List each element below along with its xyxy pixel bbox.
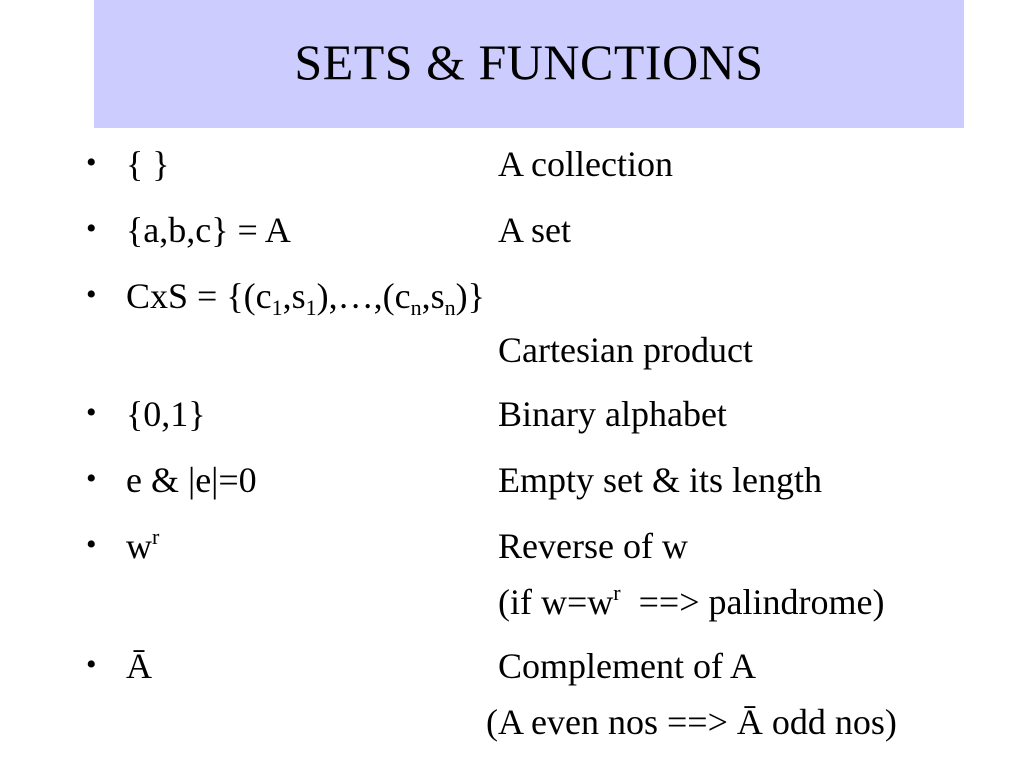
desc-complement-example: (A even nos ==> Ā odd nos) bbox=[486, 702, 897, 742]
term-complement: Ā bbox=[126, 646, 152, 686]
subscript: 1 bbox=[271, 295, 283, 320]
bullet-1: • bbox=[86, 146, 97, 179]
subscript: 1 bbox=[305, 295, 317, 320]
desc-part: ==> palindrome) bbox=[620, 582, 885, 622]
desc-empty: Empty set & its length bbox=[498, 460, 822, 500]
title-banner: SETS & FUNCTIONS bbox=[94, 0, 964, 128]
desc-collection: A collection bbox=[498, 144, 673, 184]
term-part: )} bbox=[455, 276, 485, 316]
term-empty: e & |e|=0 bbox=[126, 460, 257, 500]
desc-set: A set bbox=[498, 210, 572, 250]
bullet-2: • bbox=[86, 212, 97, 245]
bullet-4: • bbox=[86, 396, 97, 429]
desc-complement: Complement of A bbox=[498, 646, 756, 686]
term-part: ),…,(c bbox=[316, 276, 411, 316]
term-cartesian: CxS = {(c1,s1),…,(cn,sn)} bbox=[126, 276, 485, 319]
bullet-5: • bbox=[86, 462, 97, 495]
bullet-7: • bbox=[86, 648, 97, 681]
superscript: r bbox=[613, 580, 621, 605]
slide-title: SETS & FUNCTIONS bbox=[294, 34, 764, 90]
desc-cartesian: Cartesian product bbox=[498, 330, 753, 370]
bullet-6: • bbox=[86, 528, 97, 561]
desc-reverse: Reverse of w bbox=[498, 526, 688, 566]
term-part: w bbox=[126, 526, 152, 566]
subscript: n bbox=[410, 295, 422, 320]
term-part: CxS = {(c bbox=[126, 276, 272, 316]
desc-binary: Binary alphabet bbox=[498, 394, 727, 434]
bullet-3: • bbox=[86, 278, 97, 311]
term-set: {a,b,c} = A bbox=[126, 210, 291, 250]
term-part: ,s bbox=[282, 276, 306, 316]
superscript: r bbox=[152, 524, 160, 549]
subscript: n bbox=[444, 295, 456, 320]
term-part: ,s bbox=[421, 276, 445, 316]
desc-part: (if w=w bbox=[498, 582, 614, 622]
desc-palindrome: (if w=wr ==> palindrome) bbox=[498, 582, 885, 622]
term-collection: { } bbox=[126, 144, 170, 184]
term-reverse: wr bbox=[126, 526, 159, 566]
term-binary: {0,1} bbox=[126, 394, 206, 434]
